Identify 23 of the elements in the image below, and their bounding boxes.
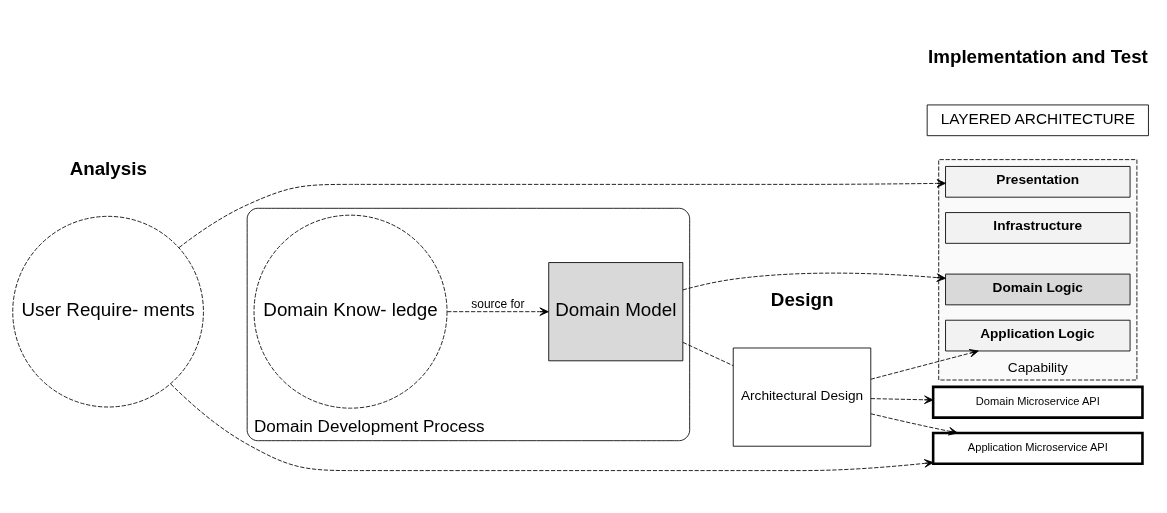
arrow [170,383,934,471]
node-box: Application Logic [945,319,1131,351]
node-box: Architectural Design [732,347,872,447]
arrow [178,178,946,248]
arrow [870,412,958,435]
node-box: Domain Model [548,261,684,361]
label: Design [770,288,834,310]
node-circle: User Require- ments [12,215,204,407]
label: Analysis [69,157,147,179]
arrow [446,306,549,316]
node-circle: Domain Know- ledge [253,214,448,409]
node-box: Domain Microservice API [931,385,1144,419]
node-box: Domain Logic [945,273,1131,305]
node-box: LAYERED ARCHITECTURE [926,104,1149,136]
connector [682,341,734,366]
arrow [870,395,934,404]
edge-label: source for [471,296,525,311]
label: Implementation and Test [928,45,1148,67]
node-box: Application Microservice API [931,431,1144,465]
arrow [870,348,979,380]
arrow [682,272,946,290]
node-box: Presentation [945,165,1131,198]
node-box: Infrastructure [945,211,1131,244]
